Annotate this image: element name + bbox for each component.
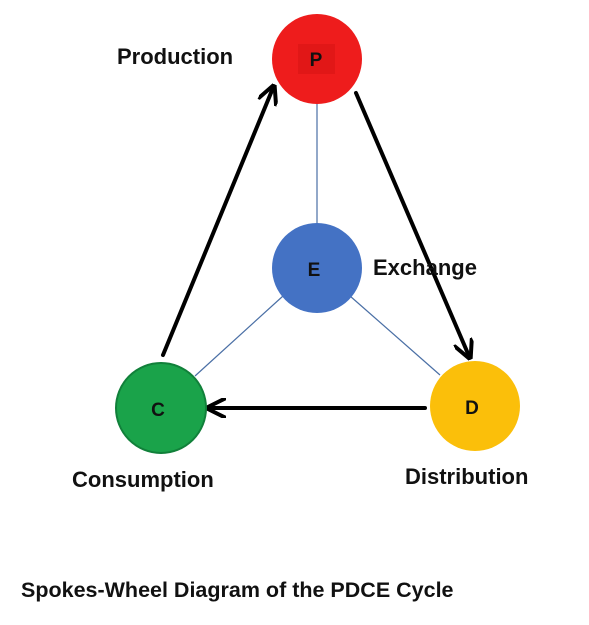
arrow-consumption-to-production — [161, 88, 273, 357]
node-distribution: D — [430, 361, 520, 451]
consumption-label: Consumption — [72, 467, 214, 492]
production-label: Production — [117, 44, 233, 69]
production-letter-highlight — [298, 44, 335, 74]
node-production: P — [272, 14, 362, 104]
node-exchange: E — [272, 223, 362, 313]
consumption-circle — [115, 362, 207, 454]
spoke-exchange-distribution — [349, 295, 441, 376]
exchange-circle — [272, 223, 362, 313]
spoke-exchange-consumption — [194, 295, 284, 377]
production-letter: P — [310, 50, 323, 71]
distribution-label: Distribution — [405, 464, 528, 489]
diagram-caption: Spokes-Wheel Diagram of the PDCE Cycle — [21, 578, 454, 602]
cycle-arrows — [161, 88, 469, 408]
distribution-circle — [430, 361, 520, 451]
spokes — [194, 104, 441, 377]
distribution-letter: D — [465, 398, 479, 419]
arrow-production-to-distribution — [354, 91, 469, 356]
exchange-letter: E — [308, 260, 321, 281]
consumption-letter: C — [151, 400, 165, 421]
exchange-label: Exchange — [373, 255, 477, 280]
node-consumption: C — [115, 362, 207, 454]
